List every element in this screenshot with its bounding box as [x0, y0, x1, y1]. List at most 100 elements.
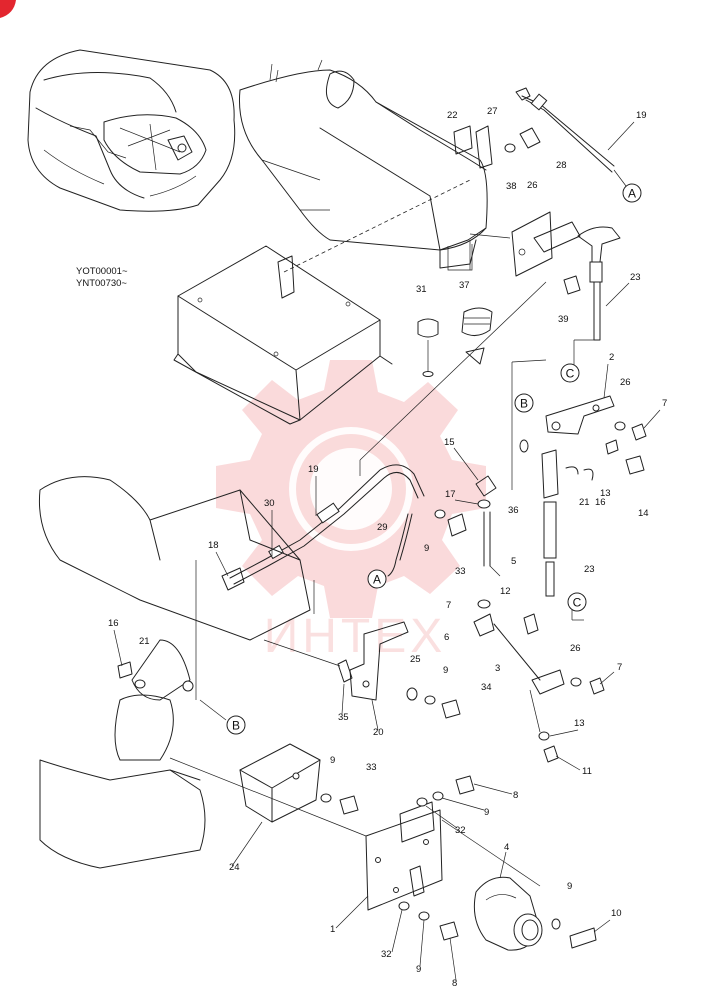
bolt-8-low [439, 921, 459, 941]
bolt-28 [519, 127, 541, 149]
part-15 [475, 475, 497, 497]
part-label: 31 [416, 284, 427, 295]
bolt-12 [523, 613, 539, 635]
part-label: 32 [381, 949, 392, 960]
bolt-10 [569, 927, 597, 949]
solenoid-4 [473, 876, 543, 951]
part-label: 21 [579, 497, 590, 508]
part-label: 7 [617, 662, 622, 673]
part-label: 4 [504, 842, 509, 853]
part-label: 25 [410, 654, 421, 665]
grommet-31 [417, 318, 439, 377]
bolt-33-mid [447, 513, 467, 537]
part-label: 33 [366, 762, 377, 773]
part-label: 37 [459, 280, 470, 291]
part-label: 15 [444, 437, 455, 448]
bolt-34 [441, 699, 461, 719]
part-label: 29 [377, 522, 388, 533]
upper-body-assembly [238, 59, 488, 271]
part-label: 35 [338, 712, 349, 723]
bracket-2 [545, 395, 615, 435]
part-label: 18 [208, 540, 219, 551]
svg-text:A: A [373, 573, 381, 587]
part-label: 33 [455, 566, 466, 577]
part-label: 12 [500, 586, 511, 597]
part-label: 16 [108, 618, 119, 629]
part-label: 19 [636, 110, 647, 121]
ref-b-left: B [226, 715, 246, 735]
svg-text:A: A [628, 187, 636, 201]
lever-3 [493, 623, 565, 695]
bolt-8-top [455, 775, 475, 795]
battery-cover [173, 245, 393, 425]
part-label: 36 [508, 505, 519, 516]
part-label: 26 [527, 180, 538, 191]
part-label: 9 [443, 665, 448, 676]
part-label: 8 [452, 978, 457, 989]
ref-b-right: B [514, 393, 534, 413]
svg-text:C: C [573, 596, 582, 610]
clip-21 [565, 466, 579, 475]
part-label: 28 [556, 160, 567, 171]
part-label: 9 [416, 964, 421, 975]
cylinder-23-lower [541, 449, 559, 597]
bolt-33-low [339, 795, 359, 815]
part-label: 38 [506, 181, 517, 192]
part-number-labels: 19 22 27 28 26 38 23 39 31 37 2 26 7 13 … [108, 106, 667, 989]
washer-26-low [570, 677, 582, 687]
part-label: 9 [330, 755, 335, 766]
ref-c-top: C [560, 363, 580, 383]
part-label: 17 [445, 489, 456, 500]
cable-19-top [515, 87, 615, 173]
pin-16 [583, 468, 594, 481]
ref-c-mid: C [567, 592, 587, 612]
part-label: 3 [495, 663, 500, 674]
bushing-25 [406, 687, 418, 701]
part-label: 26 [570, 643, 581, 654]
bracket-20 [349, 621, 409, 701]
part-label: 22 [447, 110, 458, 121]
washer-9-c [320, 793, 332, 803]
joint-6 [473, 613, 495, 637]
washer-26-right [614, 421, 626, 431]
washer-13-right [605, 439, 619, 455]
part-label: 32 [455, 825, 466, 836]
nut-11 [543, 745, 559, 763]
part-label: 13 [600, 488, 611, 499]
part-label: 20 [373, 727, 384, 738]
part-label: 34 [481, 682, 492, 693]
part-label: 6 [444, 632, 449, 643]
part-label: 2 [609, 352, 614, 363]
part-label: 9 [567, 881, 572, 892]
machine-overview-inset [27, 49, 236, 212]
nut-7-low [589, 677, 605, 695]
bolt-14 [625, 455, 645, 475]
washer-9-d [432, 791, 444, 801]
corner-mark [0, 0, 16, 18]
part-label: 21 [139, 636, 150, 647]
spacer-35 [337, 659, 353, 683]
washer-26-top [504, 143, 516, 153]
part-label: 19 [308, 464, 319, 475]
part-label: 9 [424, 543, 429, 554]
part-label: 8 [513, 790, 518, 801]
nut-7-mid [477, 599, 491, 609]
part-label: 10 [611, 908, 622, 919]
part-label: 30 [264, 498, 275, 509]
bracket-38 [511, 211, 581, 277]
ref-a-mid: A [367, 569, 387, 589]
part-label: 7 [446, 600, 451, 611]
part-label: 11 [582, 766, 592, 777]
ref-a-top: A [622, 183, 642, 203]
part-27 [475, 125, 493, 169]
part-label: 23 [630, 272, 641, 283]
part-label: 9 [484, 807, 489, 818]
watermark-text: ИНТЕХ [264, 610, 447, 663]
rod-5 [483, 511, 491, 567]
part-label: 24 [229, 862, 240, 873]
svg-text:B: B [232, 719, 240, 733]
part-label: 7 [662, 398, 667, 409]
bolt-39 [563, 275, 581, 295]
